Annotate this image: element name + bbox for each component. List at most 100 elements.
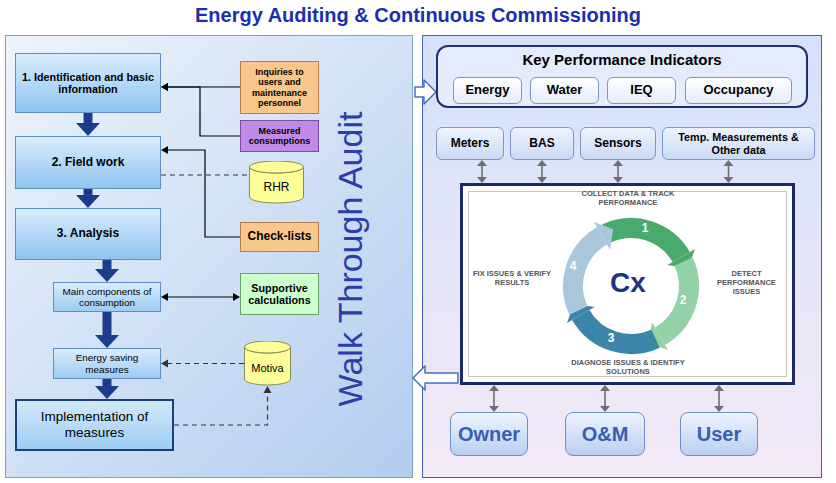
connector [161,146,240,237]
text-holder: Sensors [591,137,644,151]
connector [724,160,734,183]
text-holder: Main components of consumption [54,286,160,309]
arrowhead [714,385,724,391]
text-holder: Meters [448,137,493,151]
node-text: 2. Field work [52,156,125,170]
text-holder: Inquiries to users and maintenance perso… [241,67,318,108]
arrowhead [613,160,623,166]
node-text: Energy saving measures [57,352,157,375]
node-text: Water [547,83,583,98]
node-text: Walk Through Audit [331,112,370,407]
connector [95,312,119,348]
arrowhead [714,406,724,412]
process-box: Energy saving measures [53,348,161,379]
process-box: 2. Field work [15,136,161,189]
connector [613,160,623,183]
connector [477,160,487,183]
data-source-box: Sensors [580,127,656,160]
block-arrow-shape [415,80,436,104]
arrowhead [76,123,100,136]
node-text: IEQ [630,83,652,98]
text-holder: Check-lists [244,230,314,244]
arrowhead [489,385,499,391]
arrowhead [613,177,623,183]
node-text: Energy [465,83,509,98]
arrowhead [489,406,499,412]
arrowhead [477,160,487,166]
arrowhead [161,146,168,154]
node-text: User [697,423,741,446]
connector [161,360,244,368]
connector [161,293,240,301]
node-text: BAS [529,137,554,151]
text-holder: BAS [526,137,557,151]
block-arrow-shape [413,366,458,390]
connector [76,113,100,136]
arrowhead [724,160,734,166]
connector [537,160,547,183]
callout-number: 4 [566,258,580,274]
kpi-box: Energy [453,77,522,104]
text-holder: Water [544,83,586,98]
cycle-arc [660,261,689,336]
node-text: Occupancy [703,83,773,98]
arrowhead [600,385,610,391]
connector [489,385,499,412]
cx-cycle-frame: CxCOLLECT DATA & TRACK PERFORMANCE1DETEC… [460,183,795,385]
text-holder: 2. Field work [49,156,128,170]
connector-line [604,389,606,408]
node-text: RHR [264,181,290,195]
node-text: Supportive calculations [244,282,315,307]
connector-line [174,391,268,425]
text-holder: Key Performance Indicators [438,51,806,68]
cycle-arrowhead [594,222,613,250]
data-source-box: BAS [510,127,574,160]
text-holder: IEQ [627,83,655,98]
stakeholder-box: O&M [565,412,645,456]
callout-number: 1 [638,220,652,236]
step-label: FIX ISSUES & VERIFY RESULTS [468,269,556,287]
node-text: Sensors [594,137,641,151]
arrowhead [95,335,119,348]
input-box: Measured consumptions [240,120,319,152]
arrowhead [537,160,547,166]
block-arrow [415,80,436,104]
text-holder: User [694,423,744,446]
connector-line [541,164,543,179]
connector-line [166,363,244,364]
connector [161,83,240,136]
data-source-box: Meters [436,127,504,160]
callout-number: 3 [604,330,618,346]
text-holder: Energy saving measures [54,352,160,375]
text-holder: Occupancy [700,83,776,98]
arrowhead [76,195,100,208]
process-box: 1. Identification and basic information [15,53,161,113]
database-cylinder: RHR [249,161,304,204]
text-holder: Owner [455,423,523,446]
text-holder: Walk Through Audit [331,112,370,407]
arrowhead [161,83,168,91]
node-text: Cx [610,267,646,299]
connector-line [481,164,483,179]
connector-line [617,164,619,179]
cycle-arc [581,315,656,344]
process-box: Implementation of measures [15,399,174,451]
connector [600,385,610,412]
input-box: Inquiries to users and maintenance perso… [240,61,319,114]
text-holder: Measured consumptions [241,126,318,147]
connector [714,385,724,412]
connector [95,260,119,282]
connector-line [103,312,112,339]
node-text: Main components of consumption [57,286,157,309]
step-label: DIAGNOSE ISSUES & IDENTIFY SOLUTIONS [558,358,698,376]
connector-line [718,389,720,408]
text-holder: 1. Identification and basic information [16,71,160,96]
connector [174,386,272,425]
database-cylinder: Motiva [244,341,291,386]
connector-line [493,389,495,408]
input-box: Supportive calculations [240,273,319,315]
node-text: 1. Identification and basic information [19,71,157,96]
connector [76,189,100,208]
text-holder: Energy [462,83,512,98]
